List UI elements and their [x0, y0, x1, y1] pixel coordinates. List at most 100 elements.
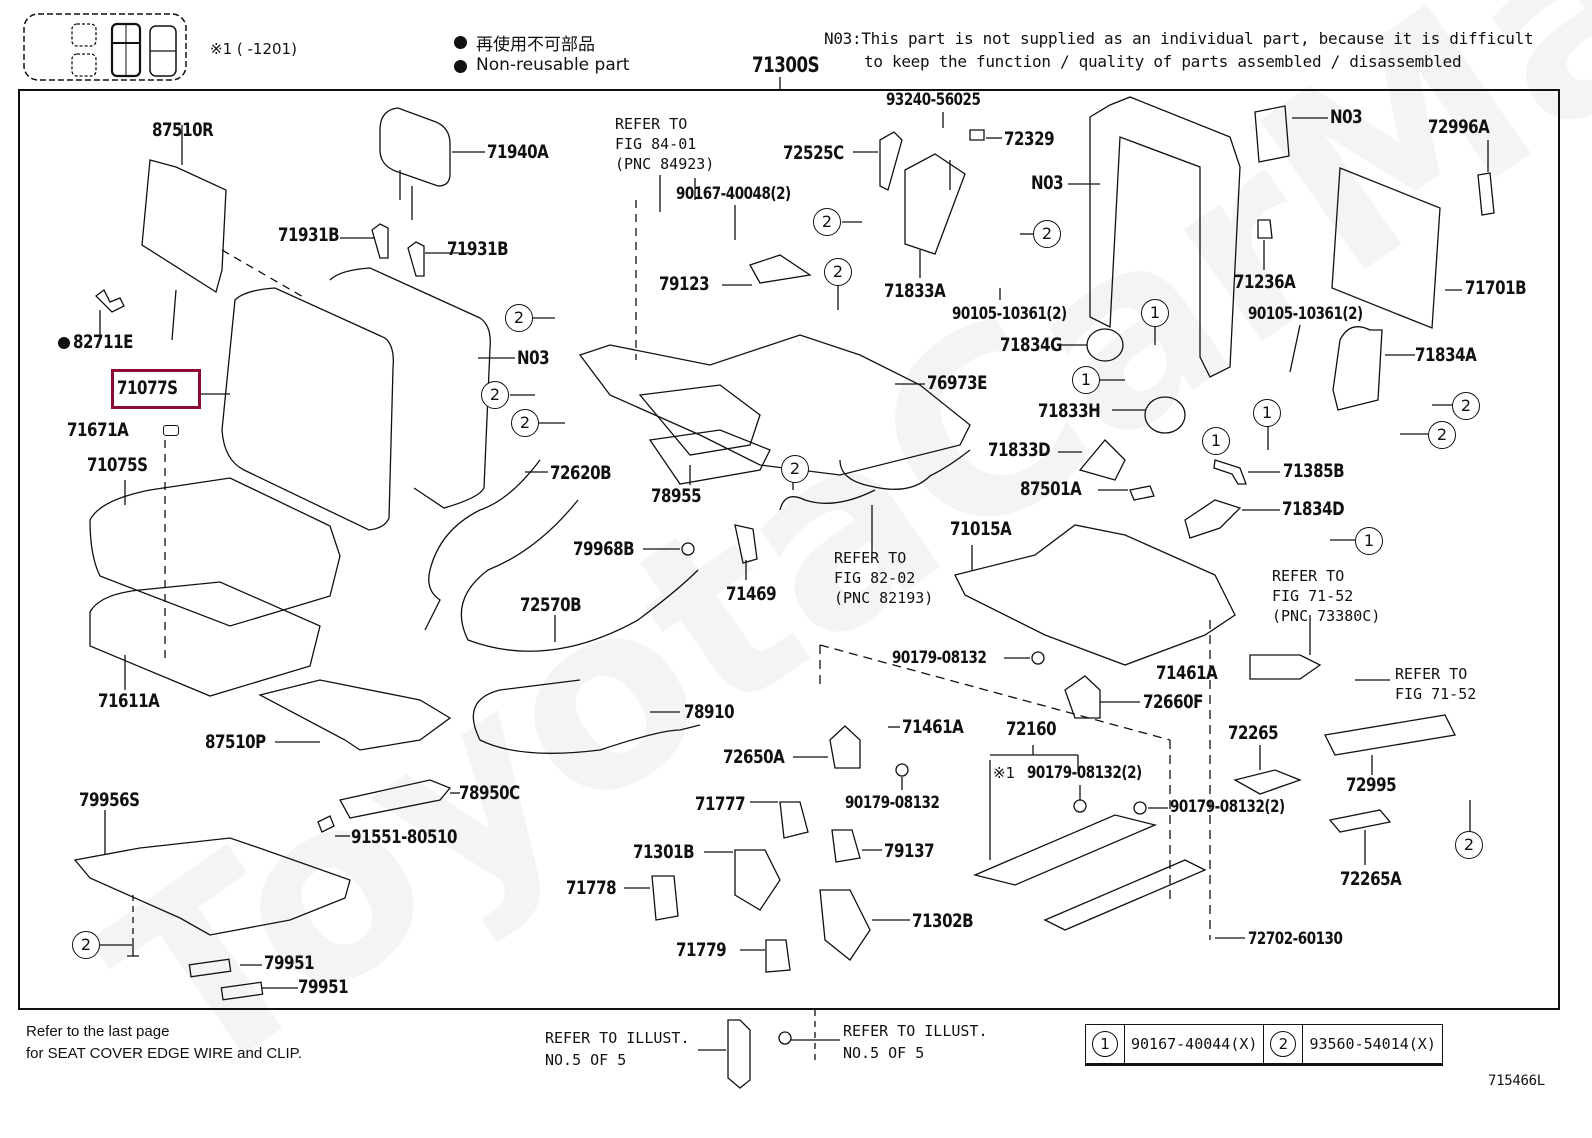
part-71236A[interactable]: 71236A [1234, 271, 1296, 293]
legend-mark-cell: 1 [1086, 1025, 1125, 1063]
part-72702-60130[interactable]: 72702-60130 [1248, 929, 1343, 949]
part-90167-40048[interactable]: 90167-40048(2) [676, 184, 791, 204]
callout-1-icon[interactable]: 1 [1253, 399, 1281, 427]
legend-part-cell[interactable]: 93560-54014(X) [1309, 1035, 1436, 1053]
part-72160[interactable]: 72160 [1006, 718, 1057, 740]
part-71385B[interactable]: 71385B [1283, 460, 1345, 482]
part-71075S[interactable]: 71075S [87, 454, 148, 476]
callout-2-icon[interactable]: 2 [1033, 220, 1061, 248]
part-71611A[interactable]: 71611A [98, 690, 160, 712]
non-reusable-bullet-icon [454, 36, 467, 49]
non-reusable-bullet-icon [58, 337, 70, 349]
part-78955[interactable]: 78955 [651, 485, 702, 507]
part-79951[interactable]: 79951 [298, 976, 349, 998]
callout-1-icon[interactable]: 1 [1202, 427, 1230, 455]
callout-1-icon[interactable]: 1 [1355, 527, 1383, 555]
part-87501A[interactable]: 87501A [1020, 478, 1082, 500]
part-79956S[interactable]: 79956S [79, 789, 140, 811]
part-71701B[interactable]: 71701B [1465, 277, 1527, 299]
part-71461A[interactable]: 71461A [902, 716, 964, 738]
exploded-seat-drawing [73, 77, 1495, 1089]
part-71833H[interactable]: 71833H [1038, 400, 1101, 422]
part-71931B[interactable]: 71931B [278, 224, 340, 246]
part-72996A[interactable]: 72996A [1428, 116, 1490, 138]
part-72570B[interactable]: 72570B [520, 594, 582, 616]
part-N03[interactable]: N03 [1031, 172, 1064, 194]
part-71834G[interactable]: 71834G [1000, 334, 1063, 356]
variant-mark: ※1 [993, 764, 1016, 782]
callout-1-icon[interactable]: 1 [1141, 299, 1169, 327]
part-91551-80510[interactable]: 91551-80510 [351, 826, 458, 848]
part-71461A[interactable]: 71461A [1156, 662, 1218, 684]
callout-2-icon[interactable]: 2 [824, 258, 852, 286]
part-78950C[interactable]: 78950C [459, 782, 520, 804]
cover-71834G [1086, 328, 1124, 362]
part-71779[interactable]: 71779 [676, 939, 727, 961]
part-71301B[interactable]: 71301B [633, 841, 695, 863]
part-90179-08132-2[interactable]: 90179-08132(2) [1170, 797, 1285, 817]
callout-2-icon[interactable]: 2 [1452, 392, 1480, 420]
part-90179-08132[interactable]: 90179-08132 [892, 648, 987, 668]
part-71469[interactable]: 71469 [726, 583, 777, 605]
callout-2-icon[interactable]: 2 [72, 931, 100, 959]
part-82711E[interactable]: 82711E [73, 331, 133, 353]
part-87510R[interactable]: 87510R [152, 119, 214, 141]
callout-2-icon[interactable]: 2 [481, 381, 509, 409]
part-72620B[interactable]: 72620B [550, 462, 612, 484]
part-71931B[interactable]: 71931B [447, 238, 509, 260]
part-N03[interactable]: N03 [517, 347, 550, 369]
callout-2-icon[interactable]: 2 [505, 304, 533, 332]
part-90179-08132[interactable]: 90179-08132 [845, 793, 940, 813]
part-90179-08132-2[interactable]: 90179-08132(2) [1027, 763, 1142, 783]
back-frame-N03 [1068, 96, 1241, 378]
part-71777[interactable]: 71777 [695, 793, 746, 815]
part-72329[interactable]: 72329 [1004, 128, 1055, 150]
part-71940A[interactable]: 71940A [487, 141, 549, 163]
legend-part-cell[interactable]: 90167-40044(X) [1125, 1025, 1265, 1063]
part-79137[interactable]: 79137 [884, 840, 935, 862]
refer-fig-71-52[interactable]: REFER TO FIG 71-52 [1395, 665, 1477, 703]
part-71834D[interactable]: 71834D [1282, 498, 1345, 520]
callout-1-icon[interactable]: 1 [1072, 366, 1100, 394]
callout-2-icon[interactable]: 2 [813, 208, 841, 236]
callout-1-icon: 1 [1092, 1031, 1118, 1057]
callout-2-icon[interactable]: 2 [1455, 831, 1483, 859]
part-93240-56025[interactable]: 93240-56025 [886, 90, 981, 110]
part-71833D[interactable]: 71833D [988, 439, 1051, 461]
callout-2-icon[interactable]: 2 [781, 455, 809, 483]
part-71015A[interactable]: 71015A [950, 518, 1012, 540]
part-76973E[interactable]: 76973E [927, 372, 987, 394]
part-72660F[interactable]: 72660F [1143, 691, 1203, 713]
part-87510P[interactable]: 87510P [205, 731, 266, 753]
part-78910[interactable]: 78910 [684, 701, 735, 723]
part-71077S[interactable]: 71077S [117, 377, 178, 399]
part-90105-10361[interactable]: 90105-10361(2) [1248, 304, 1363, 324]
cushion-71075S [89, 440, 341, 697]
part-72650A[interactable]: 72650A [723, 746, 785, 768]
part-90105-10361[interactable]: 90105-10361(2) [952, 304, 1067, 324]
refer-fig-82-02[interactable]: REFER TO FIG 82-02 (PNC 82193) [834, 549, 934, 607]
legend-jp: 再使用不可部品 [476, 35, 595, 55]
cover-71778 [651, 875, 679, 921]
cover-71834A [1332, 326, 1383, 411]
part-72525C[interactable]: 72525C [783, 142, 844, 164]
part-71778[interactable]: 71778 [566, 877, 617, 899]
callout-2-icon[interactable]: 2 [1428, 421, 1456, 449]
part-72265[interactable]: 72265 [1228, 722, 1279, 744]
part-71671A[interactable]: 71671A [67, 419, 129, 441]
refer-fig-71-52-pnc[interactable]: REFER TO FIG 71-52 (PNC 73380C) [1272, 567, 1381, 625]
assembly-number-71300S[interactable]: 71300S [752, 53, 820, 77]
refer-illust-left[interactable]: REFER TO ILLUST. NO.5 OF 5 [545, 1029, 690, 1069]
refer-illust-right[interactable]: REFER TO ILLUST. NO.5 OF 5 [843, 1022, 988, 1062]
part-71834A[interactable]: 71834A [1415, 344, 1477, 366]
part-N03[interactable]: N03 [1330, 106, 1363, 128]
part-72265A[interactable]: 72265A [1340, 868, 1402, 890]
part-71302B[interactable]: 71302B [912, 910, 974, 932]
refer-fig-84-01[interactable]: REFER TO FIG 84-01 (PNC 84923) [615, 115, 715, 173]
part-72995[interactable]: 72995 [1346, 774, 1397, 796]
part-79123[interactable]: 79123 [659, 273, 710, 295]
part-71833A[interactable]: 71833A [884, 280, 946, 302]
callout-2-icon[interactable]: 2 [511, 409, 539, 437]
part-79968B[interactable]: 79968B [573, 538, 635, 560]
part-79951[interactable]: 79951 [264, 952, 315, 974]
